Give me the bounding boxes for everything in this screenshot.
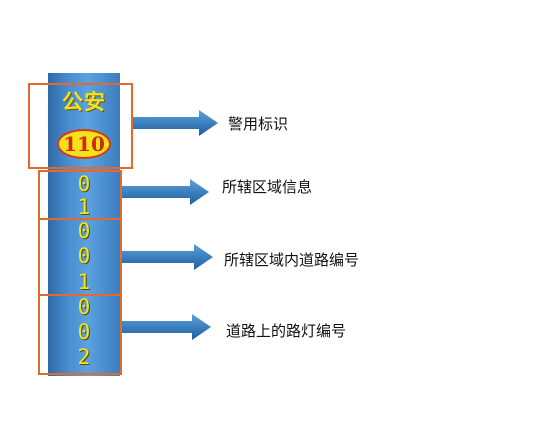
110-badge-text: 110 bbox=[63, 132, 105, 156]
digit-1: 0 bbox=[77, 172, 91, 196]
district-info-frame bbox=[38, 170, 122, 220]
110-badge-ellipse bbox=[57, 129, 111, 159]
digit-4: 0 bbox=[77, 244, 91, 268]
arrow-district-info bbox=[122, 179, 209, 205]
digit-7: 0 bbox=[77, 320, 91, 344]
digit-8: 2 bbox=[77, 345, 91, 369]
label-district-info: 所辖区域信息 bbox=[222, 178, 313, 196]
arrow-lamp-number bbox=[122, 314, 211, 340]
digit-5: 1 bbox=[77, 270, 91, 294]
arrow-road-number bbox=[122, 244, 213, 270]
digit-2: 1 bbox=[77, 195, 91, 219]
road-number-frame bbox=[38, 218, 122, 296]
label-police-mark: 警用标识 bbox=[228, 115, 289, 133]
arrow-police-mark bbox=[133, 110, 218, 136]
police-text: 公安 bbox=[62, 90, 106, 114]
lamp-number-frame bbox=[38, 294, 122, 375]
blue-lamp-post-plate bbox=[48, 73, 120, 376]
label-road-number: 所辖区域内道路编号 bbox=[224, 251, 360, 269]
digit-3: 0 bbox=[77, 219, 91, 243]
digit-6: 0 bbox=[77, 295, 91, 319]
police-mark-frame bbox=[28, 83, 133, 169]
label-lamp-number: 道路上的路灯编号 bbox=[226, 322, 347, 340]
